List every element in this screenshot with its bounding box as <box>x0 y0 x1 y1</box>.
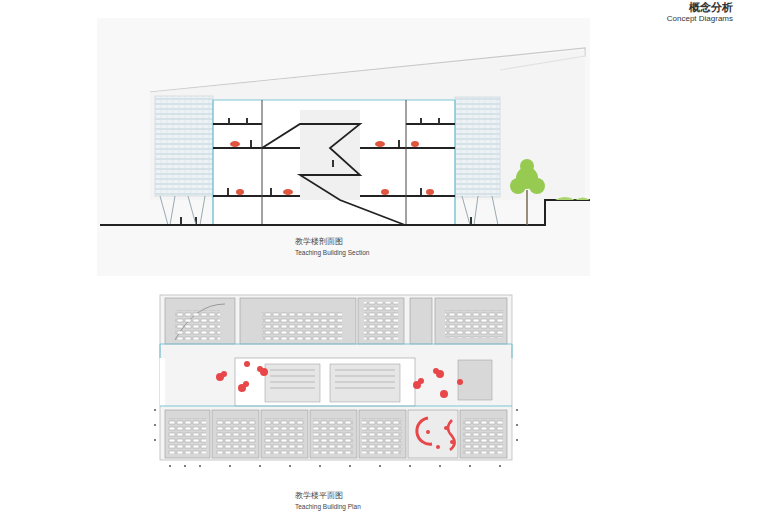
plan-caption: 教学楼平面图 <box>295 491 343 500</box>
plan-caption-en: Teaching Building Plan <box>295 503 361 510</box>
section-caption: 教学楼剖面图 <box>295 237 343 246</box>
section-caption-en: Teaching Building Section <box>295 249 369 256</box>
page-title: 概念分析 <box>689 1 733 14</box>
page-subtitle: Concept Diagrams <box>667 14 733 23</box>
